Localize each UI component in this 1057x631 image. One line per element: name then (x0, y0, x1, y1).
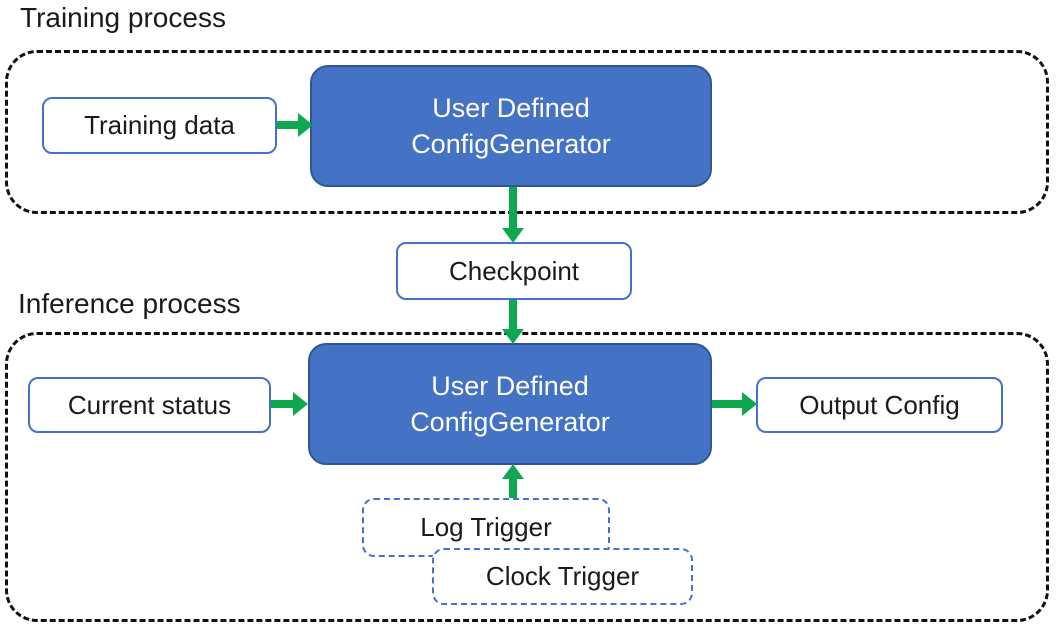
arrow-triggers-to-generator (502, 464, 524, 498)
log-trigger-box: Log Trigger (362, 498, 610, 557)
training-generator-label-line2: ConfigGenerator (411, 129, 611, 159)
checkpoint-label: Checkpoint (448, 255, 580, 286)
training-data-label: Training data (84, 110, 235, 140)
training-process-container (5, 50, 1049, 214)
inference-process-title: Inference process (18, 288, 241, 319)
arrow-current-status-to-generator (271, 392, 308, 416)
inference-process-container (5, 332, 1049, 622)
inference-generator-label-line2: ConfigGenerator (410, 407, 610, 437)
clock-trigger-box: Clock Trigger (432, 548, 693, 605)
log-trigger-label: Log Trigger (420, 512, 552, 542)
arrow-generator-to-output-config (712, 392, 757, 416)
training-data-box: Training data (42, 97, 277, 154)
output-config-box: Output Config (756, 377, 1003, 433)
training-process-title: Training process (20, 2, 226, 33)
clock-trigger-label: Clock Trigger (485, 561, 640, 591)
arrow-generator-to-checkpoint (502, 187, 524, 243)
current-status-box: Current status (28, 377, 271, 433)
output-config-label: Output Config (799, 389, 960, 420)
inference-generator-box: User Defined ConfigGenerator (308, 343, 712, 465)
checkpoint-box: Checkpoint (396, 242, 632, 300)
training-generator-box: User Defined ConfigGenerator (310, 65, 712, 187)
inference-generator-label-line1: User Defined (431, 371, 589, 401)
training-generator-label-line1: User Defined (432, 93, 590, 123)
current-status-label: Current status (67, 389, 232, 420)
arrow-checkpoint-to-inference-generator (502, 300, 524, 344)
arrow-training-data-to-generator (277, 113, 313, 137)
